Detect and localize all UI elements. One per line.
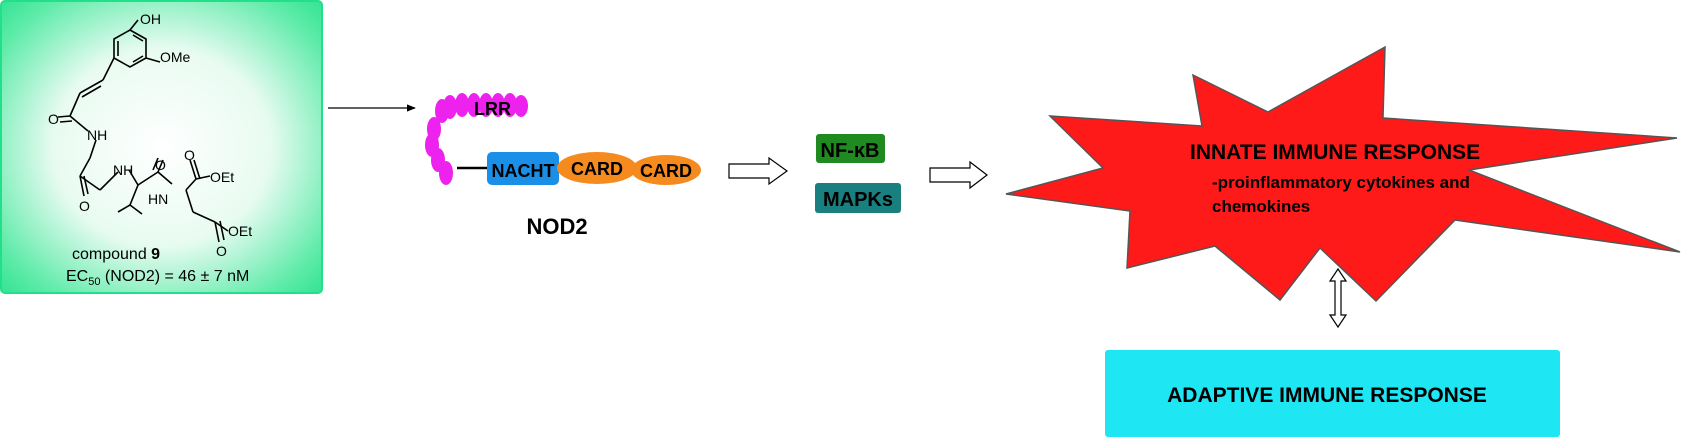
ec-subscript: 50 bbox=[88, 276, 100, 288]
nod2-protein: LRR NACHT CARD CARD NOD2 bbox=[425, 93, 701, 239]
nfkb-box bbox=[816, 134, 885, 163]
nod2-label: NOD2 bbox=[526, 214, 587, 239]
card-label-2: CARD bbox=[640, 161, 692, 181]
carbonyl-oxygen-label: O bbox=[155, 157, 166, 173]
mapks-box bbox=[815, 183, 901, 213]
nfkb-label: NF-κB bbox=[821, 140, 880, 162]
innate-line-1: -proinflammatory cytokines and bbox=[1212, 173, 1470, 192]
card-domain-2 bbox=[631, 155, 701, 185]
adaptive-box bbox=[1105, 350, 1560, 437]
adaptive-immune-response: ADAPTIVE IMMUNE RESPONSE bbox=[1105, 350, 1560, 437]
carbonyl-oxygen-label: O bbox=[48, 111, 59, 127]
card-label-1: CARD bbox=[571, 159, 623, 179]
innate-title: INNATE IMMUNE RESPONSE bbox=[1190, 141, 1480, 164]
ethoxy-label: OEt bbox=[210, 169, 234, 185]
nacht-label: NACHT bbox=[492, 161, 555, 181]
compound-name: compound 9 bbox=[72, 246, 160, 263]
amide-nh-label: NH bbox=[87, 127, 107, 143]
card-domain-1 bbox=[557, 152, 637, 184]
compound-panel: OH OMe O NH O NH O HN O OEt OEt O compou… bbox=[0, 0, 323, 294]
nacht-domain bbox=[487, 152, 559, 185]
innate-line-2: chemokines bbox=[1212, 197, 1310, 216]
signals-to-innate-arrow bbox=[929, 160, 988, 190]
methoxy-label: OMe bbox=[160, 49, 191, 65]
compound-atom-labels: OH OMe O NH O NH O HN O OEt OEt O bbox=[48, 11, 252, 259]
benzene-ring bbox=[113, 29, 147, 68]
innate-burst-shape bbox=[1005, 45, 1681, 303]
lrr-repeat bbox=[491, 93, 505, 117]
signaling-molecules: NF-κB MAPKs bbox=[815, 134, 901, 213]
lrr-domain bbox=[425, 93, 528, 185]
compound-name-prefix: compound bbox=[72, 246, 151, 263]
compound-panel-background bbox=[0, 0, 323, 294]
lrr-repeat bbox=[503, 93, 517, 117]
amide-nh-label: NH bbox=[113, 162, 133, 178]
carbonyl-oxygen-label: O bbox=[79, 198, 90, 214]
lrr-repeat bbox=[455, 93, 469, 117]
carbonyl-oxygen-label: O bbox=[216, 243, 227, 259]
innate-immune-response: INNATE IMMUNE RESPONSE -proinflammatory … bbox=[1005, 45, 1681, 303]
lrr-repeat bbox=[479, 93, 493, 117]
lrr-repeat bbox=[514, 95, 528, 117]
carbonyl-oxygen-label: O bbox=[184, 147, 195, 163]
hydroxyl-label: OH bbox=[140, 11, 161, 27]
nod2-to-signals-arrow bbox=[728, 156, 789, 186]
amide-hn-label: HN bbox=[148, 191, 168, 207]
compound-structure bbox=[57, 19, 229, 243]
ethoxy-label: OEt bbox=[228, 223, 252, 239]
lrr-repeat bbox=[467, 93, 481, 117]
adaptive-title: ADAPTIVE IMMUNE RESPONSE bbox=[1167, 384, 1487, 407]
ec-rest: (NOD2) = 46 ± 7 nM bbox=[100, 268, 249, 285]
ec-prefix: EC bbox=[66, 268, 88, 285]
mapks-label: MAPKs bbox=[823, 189, 893, 211]
lrr-label: LRR bbox=[474, 99, 511, 119]
lrr-repeat bbox=[439, 161, 453, 185]
innate-adaptive-double-arrow bbox=[1328, 267, 1348, 329]
ec50-value: EC50 (NOD2) = 46 ± 7 nM bbox=[66, 268, 249, 288]
lrr-repeat bbox=[443, 95, 457, 119]
compound-number: 9 bbox=[151, 246, 160, 263]
